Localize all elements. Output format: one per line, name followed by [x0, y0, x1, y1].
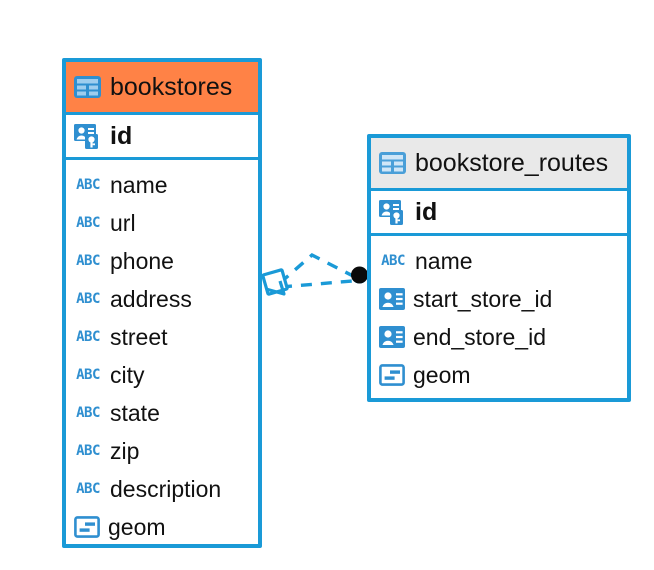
- column-name-address: address: [110, 285, 192, 312]
- table-grid-icon: [74, 76, 101, 98]
- primary-key-icon: [74, 124, 98, 149]
- abc-string-icon: ABC: [76, 291, 100, 307]
- abc-string-icon: ABC: [76, 367, 100, 383]
- abc-string-icon: ABC: [76, 177, 100, 193]
- abc-string-icon: ABC: [381, 253, 405, 269]
- column-name-primary-key: id: [415, 197, 438, 226]
- entity-bookstore-routes-title: bookstore_routes: [415, 148, 609, 177]
- column-name-city: city: [110, 361, 145, 388]
- column-name-geom: geom: [108, 513, 166, 540]
- column-row-start-store-id[interactable]: start_store_id: [371, 280, 627, 318]
- column-name-description: description: [110, 475, 222, 502]
- column-row-primary-key[interactable]: id: [66, 112, 258, 160]
- column-name-name: name: [415, 247, 473, 274]
- abc-string-icon: ABC: [76, 443, 100, 459]
- entity-bookstore-routes[interactable]: bookstore_routes id ABC name: [367, 134, 631, 402]
- column-name-end-store-id: end_store_id: [413, 323, 546, 350]
- column-name-zip: zip: [110, 437, 140, 464]
- column-row-zip[interactable]: ABC zip: [66, 432, 258, 470]
- column-name-geom: geom: [413, 361, 471, 388]
- column-row-primary-key[interactable]: id: [371, 188, 627, 236]
- column-row-name[interactable]: ABC name: [66, 166, 258, 204]
- circle-endpoint: [351, 266, 368, 284]
- column-row-geom[interactable]: geom: [371, 356, 627, 394]
- column-name-primary-key: id: [110, 121, 133, 150]
- column-row-end-store-id[interactable]: end_store_id: [371, 318, 627, 356]
- entity-bookstores-columns: ABC name ABC url ABC phone ABC address A…: [66, 160, 258, 550]
- abc-string-icon: ABC: [76, 481, 100, 497]
- column-name-state: state: [110, 399, 160, 426]
- geometry-icon: [74, 516, 100, 538]
- column-row-address[interactable]: ABC address: [66, 280, 258, 318]
- geometry-icon: [379, 364, 405, 386]
- column-row-city[interactable]: ABC city: [66, 356, 258, 394]
- relationship-line-lower: [280, 279, 353, 289]
- primary-key-icon: [379, 200, 403, 225]
- column-name-phone: phone: [110, 247, 174, 274]
- table-grid-icon: [379, 152, 406, 174]
- foreign-key-icon: [379, 288, 405, 310]
- foreign-key-icon: [379, 326, 405, 348]
- column-name-start-store-id: start_store_id: [413, 285, 553, 312]
- column-row-phone[interactable]: ABC phone: [66, 242, 258, 280]
- abc-string-icon: ABC: [76, 329, 100, 345]
- entity-bookstore-routes-columns: ABC name start_store_id: [371, 236, 627, 398]
- column-row-street[interactable]: ABC street: [66, 318, 258, 356]
- column-row-name[interactable]: ABC name: [371, 242, 627, 280]
- column-row-description[interactable]: ABC description: [66, 470, 258, 508]
- column-name-name: name: [110, 171, 168, 198]
- diamond-endpoint: [261, 268, 289, 296]
- entity-bookstore-routes-header[interactable]: bookstore_routes: [371, 138, 627, 188]
- entity-bookstores-header[interactable]: bookstores: [66, 62, 258, 112]
- abc-string-icon: ABC: [76, 215, 100, 231]
- abc-string-icon: ABC: [76, 405, 100, 421]
- column-row-state[interactable]: ABC state: [66, 394, 258, 432]
- column-name-url: url: [110, 209, 136, 236]
- entity-bookstores-title: bookstores: [110, 72, 233, 101]
- abc-string-icon: ABC: [76, 253, 100, 269]
- column-row-geom[interactable]: geom: [66, 508, 258, 546]
- column-name-street: street: [110, 323, 168, 350]
- column-row-url[interactable]: ABC url: [66, 204, 258, 242]
- entity-bookstores[interactable]: bookstores id ABC name: [62, 58, 262, 548]
- relationship-line-upper: [278, 252, 356, 285]
